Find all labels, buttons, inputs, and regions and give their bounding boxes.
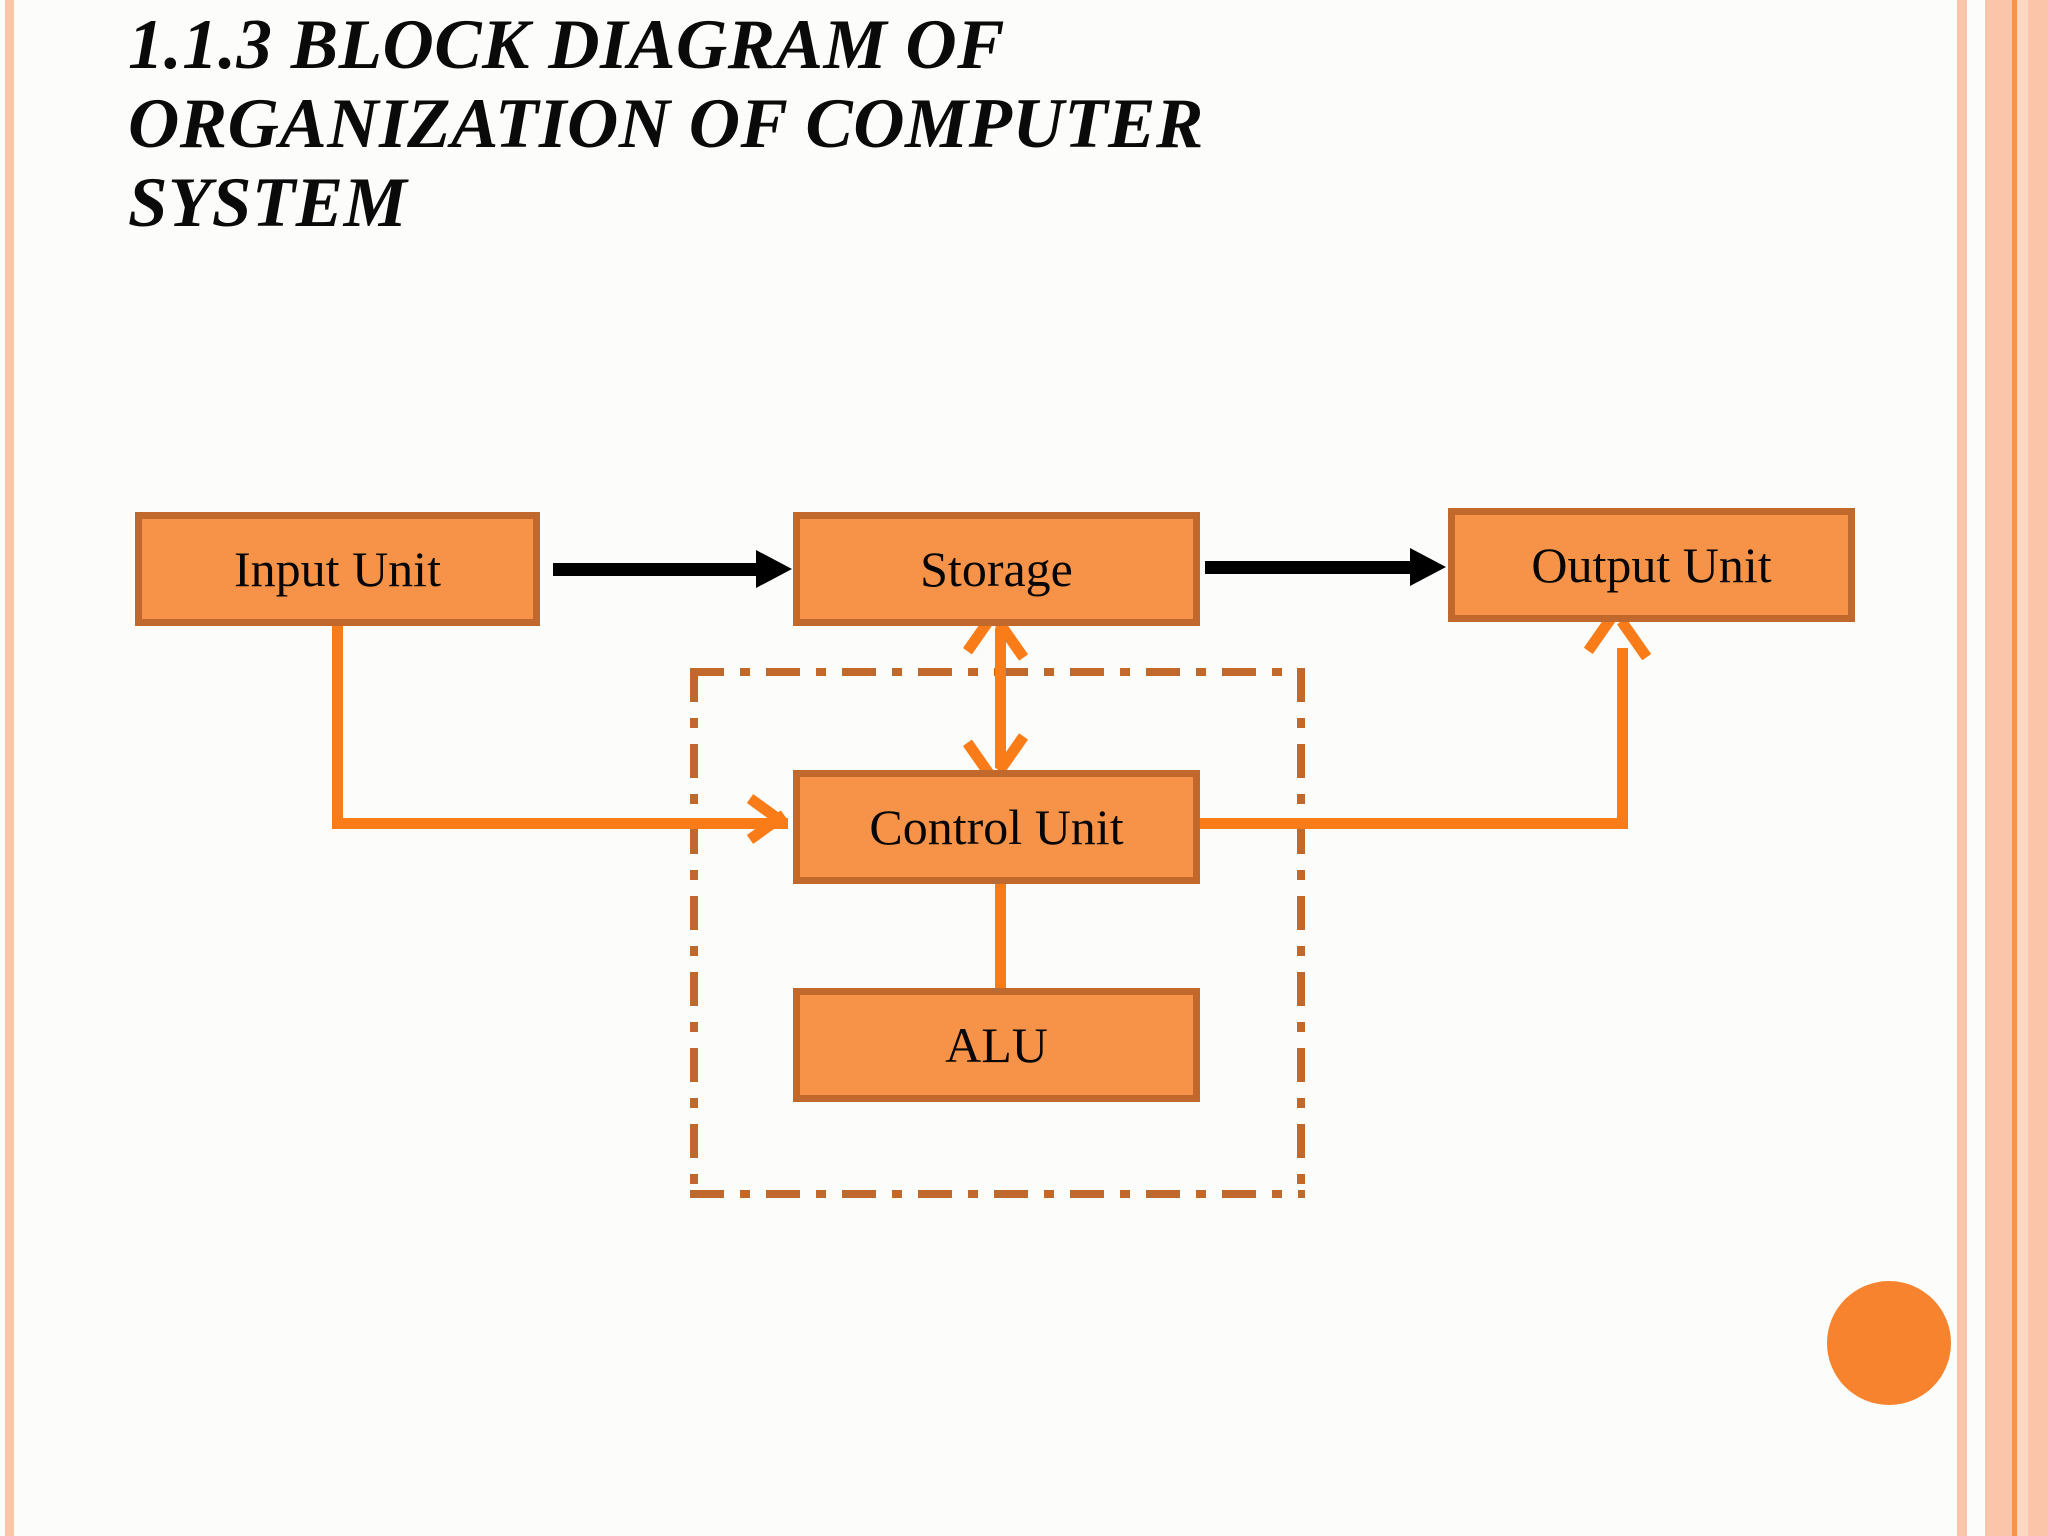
block-label-control-unit: Control Unit	[869, 799, 1124, 855]
page-title: 1.1.3 BLOCK DIAGRAM OF ORGANIZATION OF C…	[128, 6, 1204, 242]
block-label-input-unit: Input Unit	[234, 541, 441, 597]
right-stripe-4	[2028, 0, 2048, 1536]
left-stripe-0	[5, 0, 14, 1536]
arrowhead-storage-up	[962, 613, 1032, 670]
right-stripe-1	[1985, 0, 2012, 1536]
arrowhead-input-to-storage	[756, 550, 792, 588]
connector-input-to-storage	[553, 563, 758, 576]
connector-control-to-output-vertical	[1617, 648, 1628, 829]
cpu-region-border-bottom	[690, 1190, 1305, 1198]
arrowhead-control-down	[962, 722, 1032, 781]
right-stripe-3	[2017, 0, 2028, 1536]
block-label-storage: Storage	[920, 541, 1073, 597]
block-output-unit[interactable]: Output Unit	[1448, 508, 1855, 622]
connector-control-to-alu	[995, 884, 1006, 990]
block-alu[interactable]: ALU	[793, 988, 1200, 1102]
cpu-region-border-right	[1297, 668, 1305, 1198]
cpu-region-border-left	[690, 668, 698, 1198]
accent-dot-decoration	[1827, 1281, 1951, 1405]
block-input-unit[interactable]: Input Unit	[135, 512, 540, 626]
right-stripe-2	[2012, 0, 2017, 1536]
connector-storage-to-output	[1205, 561, 1412, 574]
block-label-output-unit: Output Unit	[1531, 537, 1772, 593]
right-stripe-0	[1957, 0, 1967, 1536]
block-storage[interactable]: Storage	[793, 512, 1200, 626]
block-label-alu: ALU	[945, 1017, 1048, 1073]
connector-input-to-control-vertical	[332, 620, 343, 824]
block-control-unit[interactable]: Control Unit	[793, 770, 1200, 884]
arrowhead-storage-to-output	[1410, 548, 1446, 586]
arrowhead-control-to-output	[1583, 611, 1655, 668]
connector-input-to-control-horizontal	[332, 818, 788, 829]
connector-control-to-output-horizontal	[1198, 818, 1628, 829]
connector-storage-to-control	[995, 628, 1006, 768]
